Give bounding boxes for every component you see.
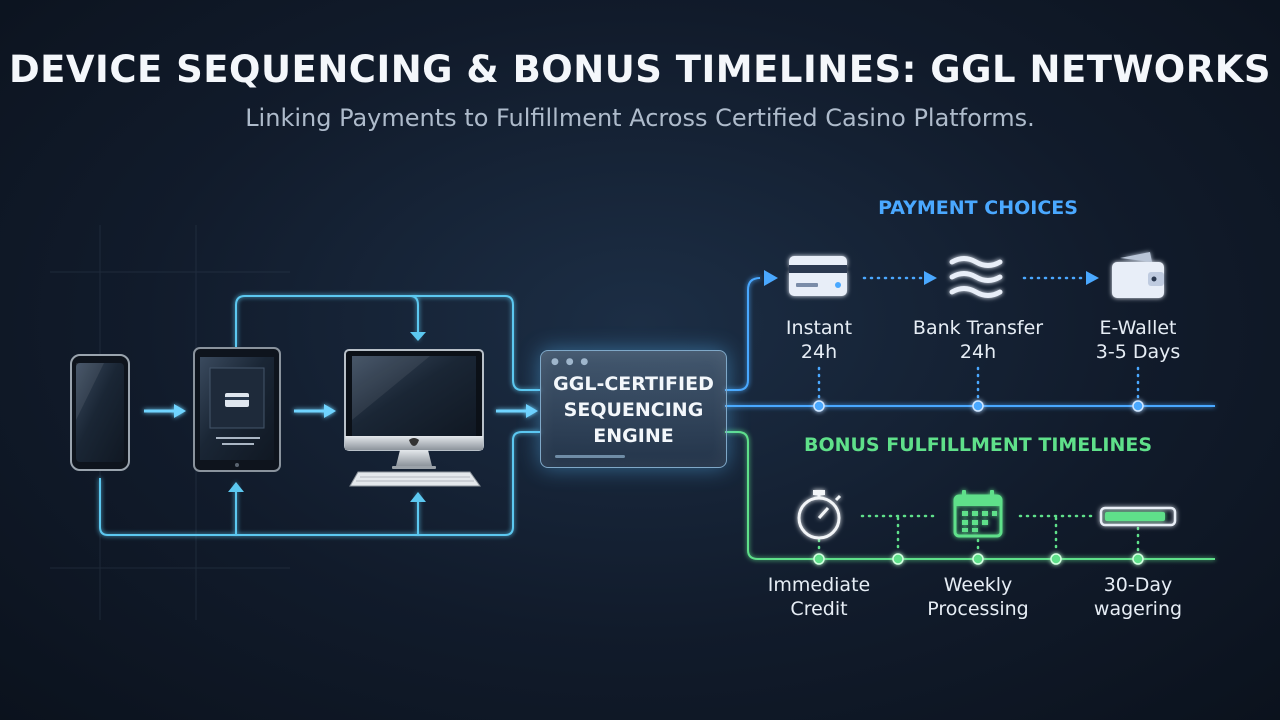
sequencing-engine-box: ● ● ● GGL-CERTIFIED SEQUENCING ENGINE — [540, 350, 727, 468]
bonus-line-2: Credit — [790, 598, 848, 620]
bonus-dotted-links — [817, 514, 1140, 554]
payment-branch-arrowhead — [764, 270, 778, 286]
page-title: DEVICE SEQUENCING & BONUS TIMELINES: GGL… — [8, 48, 1272, 91]
bonus-item-weekly-processing: Weekly Processing — [898, 573, 1058, 621]
bonus-timeline-nodes — [813, 553, 1144, 565]
payment-time: 3-5 Days — [1095, 341, 1181, 363]
page-subtitle: Linking Payments to Fulfillment Across C… — [245, 104, 1035, 132]
payment-name: E-Wallet — [1099, 317, 1177, 339]
bonus-line-1: Weekly — [943, 574, 1013, 596]
engine-bar-decoration — [555, 455, 625, 458]
device-arrows — [144, 404, 538, 418]
wallet-icon — [1112, 252, 1164, 298]
bonus-line-1: Immediate — [767, 574, 871, 596]
bonus-item-immediate-credit: Immediate Credit — [749, 573, 889, 621]
stopwatch-icon — [797, 490, 842, 540]
progress-bar-icon — [1099, 506, 1177, 527]
payment-time: 24h — [800, 341, 838, 363]
connector-arrowheads — [228, 332, 426, 502]
payment-item-instant: Instant 24h — [749, 316, 889, 364]
bonus-line-2: wagering — [1093, 598, 1183, 620]
bonus-line-1: 30-Day — [1103, 574, 1173, 596]
credit-card-icon — [789, 256, 847, 296]
payment-name: Bank Transfer — [912, 317, 1044, 339]
device-connectors — [99, 295, 540, 536]
bonus-item-30-day-wagering: 30-Day wagering — [1068, 573, 1208, 621]
bonus-timelines-heading: BONUS FULFILLMENT TIMELINES — [803, 434, 1153, 456]
engine-label-line-2: SEQUENCING — [563, 399, 704, 421]
payment-item-bank-transfer: Bank Transfer 24h — [898, 316, 1058, 364]
engine-label-line-1: GGL-CERTIFIED — [553, 373, 714, 395]
desktop-computer-device — [344, 349, 484, 487]
bonus-line-2: Processing — [927, 598, 1029, 620]
payment-time: 24h — [959, 341, 997, 363]
bank-waves-icon — [949, 256, 1003, 298]
payment-timeline-stems — [817, 366, 1140, 400]
tablet-device — [193, 347, 281, 472]
calendar-icon — [953, 490, 1003, 538]
payment-item-e-wallet: E-Wallet 3-5 Days — [1068, 316, 1208, 364]
smartphone-device — [70, 354, 130, 471]
engine-label-line-3: ENGINE — [593, 425, 674, 447]
payment-name: Instant — [785, 317, 853, 339]
payment-choices-heading: PAYMENT CHOICES — [878, 197, 1078, 219]
engine-label: GGL-CERTIFIED SEQUENCING ENGINE — [541, 371, 726, 449]
engine-dots-decoration: ● ● ● — [551, 357, 591, 367]
payment-timeline-nodes — [813, 400, 1144, 412]
